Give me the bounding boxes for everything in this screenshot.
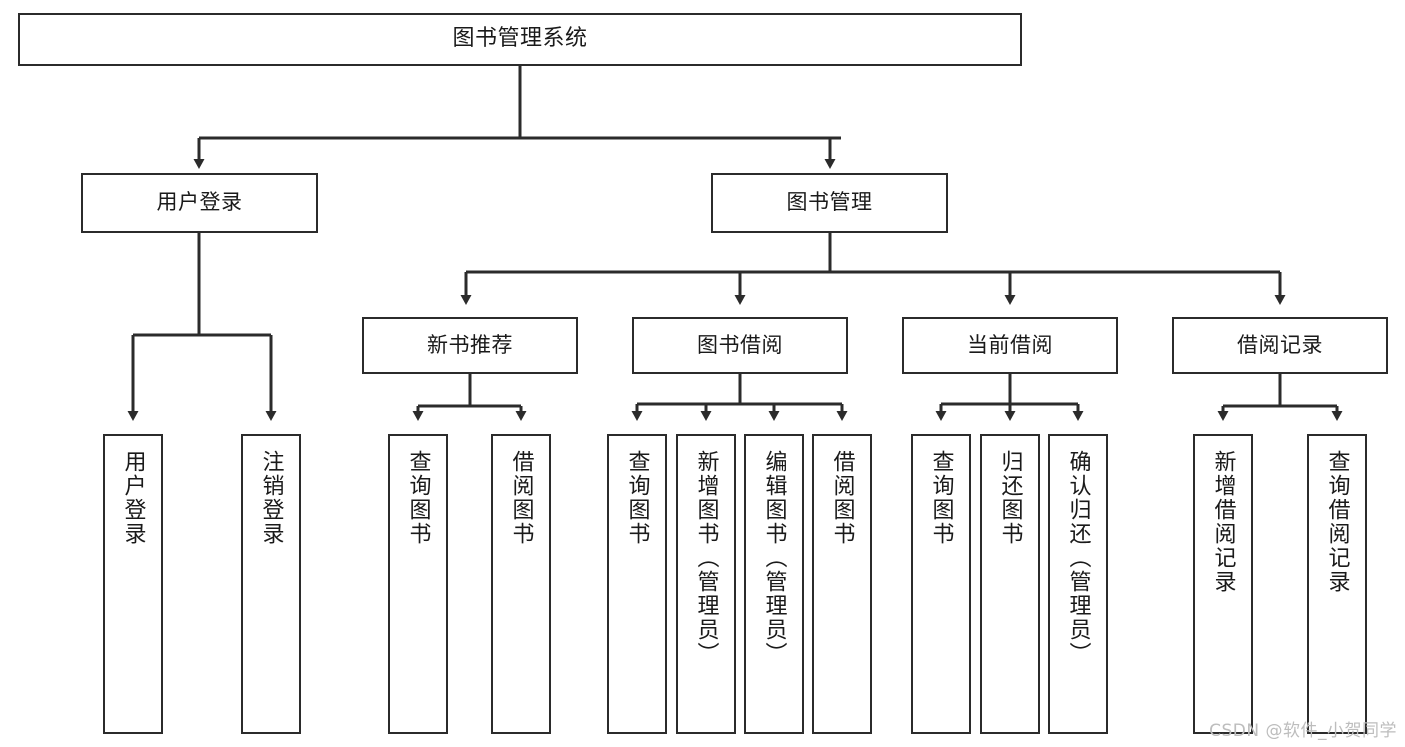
node-label: 新增图书（管理员） <box>693 450 719 666</box>
node-label: 新增借阅记录 <box>1210 450 1236 594</box>
node-label: 查询图书 <box>624 450 650 546</box>
leaf-add-borrow-record[interactable]: 新增借阅记录 <box>1193 434 1253 734</box>
node-label: 注销登录 <box>258 450 284 546</box>
node-label: 新书推荐 <box>427 332 513 357</box>
node-label: 当前借阅 <box>967 332 1053 357</box>
leaf-query-book-borrow[interactable]: 查询图书 <box>607 434 667 734</box>
node-label: 用户登录 <box>120 450 146 546</box>
node-label: 借阅记录 <box>1237 332 1323 357</box>
node-label: 查询图书 <box>405 450 431 546</box>
leaf-borrow-book-recommend[interactable]: 借阅图书 <box>491 434 551 734</box>
leaf-query-book-current[interactable]: 查询图书 <box>911 434 971 734</box>
node-current-borrow[interactable]: 当前借阅 <box>902 317 1118 374</box>
leaf-borrow-book[interactable]: 借阅图书 <box>812 434 872 734</box>
node-label: 编辑图书（管理员） <box>761 450 787 666</box>
node-label: 确认归还（管理员） <box>1065 450 1091 666</box>
node-label: 借阅图书 <box>508 450 534 546</box>
leaf-edit-book[interactable]: 编辑图书（管理员） <box>744 434 804 734</box>
node-book-borrow[interactable]: 图书借阅 <box>632 317 848 374</box>
node-borrow-record[interactable]: 借阅记录 <box>1172 317 1388 374</box>
node-label: 用户登录 <box>156 190 243 215</box>
watermark-text: CSDN @软件_小贺同学 <box>1209 721 1397 741</box>
node-label: 图书借阅 <box>697 332 783 357</box>
leaf-query-book-recommend[interactable]: 查询图书 <box>388 434 448 734</box>
leaf-add-book[interactable]: 新增图书（管理员） <box>676 434 736 734</box>
node-user-login[interactable]: 用户登录 <box>81 173 318 233</box>
node-label: 图书管理 <box>786 190 873 215</box>
node-label: 借阅图书 <box>829 450 855 546</box>
node-root-book-management-system[interactable]: 图书管理系统 <box>18 13 1022 66</box>
leaf-logout[interactable]: 注销登录 <box>241 434 301 734</box>
node-label: 归还图书 <box>997 450 1023 546</box>
node-label: 查询借阅记录 <box>1324 450 1350 594</box>
leaf-return-book[interactable]: 归还图书 <box>980 434 1040 734</box>
node-book-manage[interactable]: 图书管理 <box>711 173 948 233</box>
node-label: 查询图书 <box>928 450 954 546</box>
leaf-user-login[interactable]: 用户登录 <box>103 434 163 734</box>
leaf-confirm-return[interactable]: 确认归还（管理员） <box>1048 434 1108 734</box>
node-label: 图书管理系统 <box>452 26 588 52</box>
node-new-book-recommend[interactable]: 新书推荐 <box>362 317 578 374</box>
leaf-query-borrow-record[interactable]: 查询借阅记录 <box>1307 434 1367 734</box>
